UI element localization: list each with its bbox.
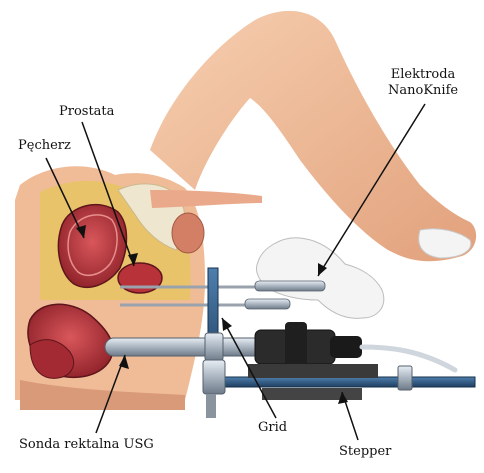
foot-shape — [418, 228, 472, 259]
leader-prostata — [81, 121, 135, 267]
leader-pecherz — [45, 157, 85, 239]
arrow-stepper — [338, 392, 348, 404]
arrow-pecherz — [76, 225, 86, 238]
stepper-base — [262, 388, 362, 400]
probe-cable — [359, 344, 458, 373]
leader-sonda — [95, 354, 126, 434]
probe-knob — [285, 322, 307, 372]
label-elektroda-line2: NanoKnife — [388, 83, 459, 98]
label-pecherz: Pęcherz — [18, 138, 71, 153]
bladder-shape — [57, 203, 128, 289]
label-grid: Grid — [258, 420, 288, 435]
stepper-rail — [204, 376, 476, 388]
leg-shape — [150, 10, 477, 262]
probe-collar — [204, 332, 224, 362]
stepper-clamp-left — [202, 359, 226, 395]
leader-elektroda — [317, 103, 426, 277]
leader-lines — [45, 103, 426, 441]
stepper-post — [206, 394, 216, 418]
label-sonda: Sonda rektalna USG — [19, 437, 154, 452]
leader-grid — [221, 317, 277, 419]
arrow-elektroda — [318, 263, 327, 276]
label-elektroda-line1: Elektroda — [390, 67, 456, 82]
penis-shape — [150, 190, 262, 208]
arrow-prostata — [128, 253, 138, 266]
arrow-sonda — [119, 355, 129, 369]
tissue-bottom — [20, 380, 185, 410]
label-stepper: Stepper — [339, 444, 392, 459]
label-prostata: Prostata — [59, 104, 115, 119]
stepper-carriage — [248, 364, 378, 378]
electrode-handle-lower — [244, 298, 291, 310]
intestine-loop — [29, 339, 74, 379]
testis-shape — [171, 212, 205, 254]
leader-arrowheads — [76, 225, 348, 404]
arrow-grid — [222, 318, 232, 331]
probe-handle — [330, 336, 362, 358]
stepper-clamp-right — [397, 365, 413, 391]
bladder-wall — [67, 214, 118, 277]
label-elektroda: Elektroda NanoKnife — [388, 67, 458, 99]
electrode-handle-upper — [254, 280, 326, 292]
